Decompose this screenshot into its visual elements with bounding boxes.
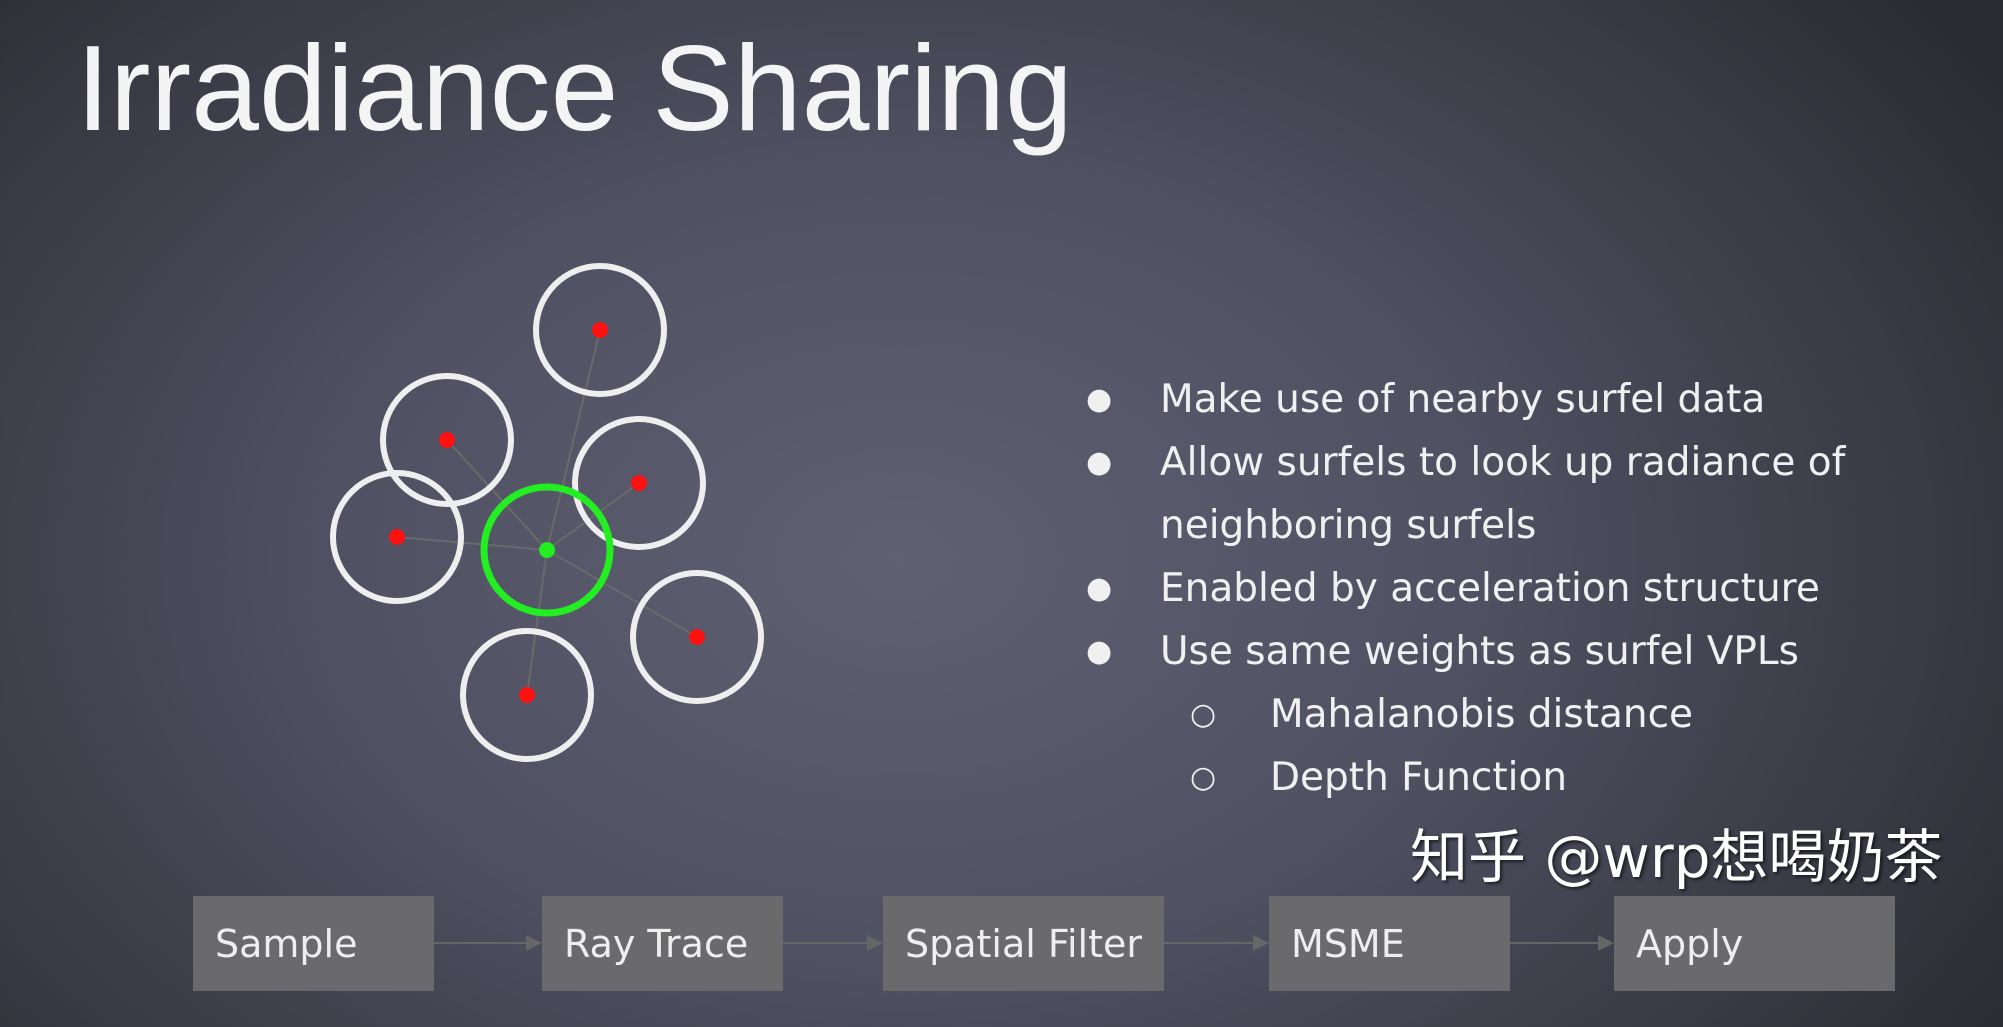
target-surfel-ring [480, 483, 614, 617]
neighbor-surfel-center [389, 529, 405, 545]
neighbor-link [546, 482, 640, 551]
bullet-item: ● Use same weights as surfel VPLs [1080, 620, 1980, 683]
pipeline-step-spatial-filter: Spatial Filter [883, 896, 1164, 991]
bullet-dot-icon: ● [1086, 445, 1113, 480]
bullet-item: ● Make use of nearby surfel data [1080, 368, 1980, 431]
bullet-circle-icon: ○ [1190, 697, 1217, 732]
neighbor-surfel-ring [630, 570, 764, 704]
bullet-circle-icon: ○ [1190, 760, 1217, 795]
bullet-text: Enabled by acceleration structure [1160, 566, 1820, 611]
watermark: 知乎 @wrp想喝奶茶 [1410, 823, 1943, 891]
bullet-text: Mahalanobis distance [1270, 692, 1694, 737]
neighbor-link [446, 439, 548, 551]
neighbor-surfel-ring [572, 416, 706, 550]
bullet-item-continuation: neighboring surfels [1080, 494, 1980, 557]
pipeline-step-sample: Sample [193, 896, 434, 991]
neighbor-surfel-ring [380, 373, 514, 507]
slide-title: Irradiance Sharing [76, 20, 1073, 156]
neighbor-surfel-center [631, 475, 647, 491]
neighbor-surfel-center [689, 629, 705, 645]
neighbor-surfel-ring [330, 470, 464, 604]
pipeline-step-ray-trace: Ray Trace [542, 896, 783, 991]
bullet-text: Allow surfels to look up radiance of [1160, 440, 1846, 485]
bullet-item: ● Enabled by acceleration structure [1080, 557, 1980, 620]
target-surfel-center [539, 542, 555, 558]
neighbor-surfel-ring [533, 263, 667, 397]
neighbor-surfel-center [592, 322, 608, 338]
sub-bullet-item: ○ Mahalanobis distance [1080, 683, 2003, 746]
bullet-dot-icon: ● [1086, 382, 1113, 417]
bullet-text: Depth Function [1270, 755, 1568, 800]
neighbor-link [546, 329, 601, 551]
pipeline-step-msme: MSME [1269, 896, 1510, 991]
sub-bullet-item: ○ Depth Function [1080, 746, 2003, 809]
neighbor-link [396, 536, 548, 551]
neighbor-surfel-center [519, 687, 535, 703]
bullet-dot-icon: ● [1086, 634, 1113, 669]
bullet-text: Make use of nearby surfel data [1160, 377, 1766, 422]
neighbor-link [526, 549, 548, 696]
neighbor-surfel-ring [460, 628, 594, 762]
bullet-list: ● Make use of nearby surfel data ● Allow s… [1080, 368, 2003, 809]
bullet-dot-icon: ● [1086, 571, 1113, 606]
neighbor-surfel-center [439, 432, 455, 448]
bullet-text: neighboring surfels [1160, 503, 1537, 548]
bullet-text: Use same weights as surfel VPLs [1160, 629, 1799, 674]
neighbor-link [546, 549, 698, 638]
pipeline-step-apply: Apply [1614, 896, 1895, 991]
bullet-item: ● Allow surfels to look up radiance of [1080, 431, 1980, 494]
